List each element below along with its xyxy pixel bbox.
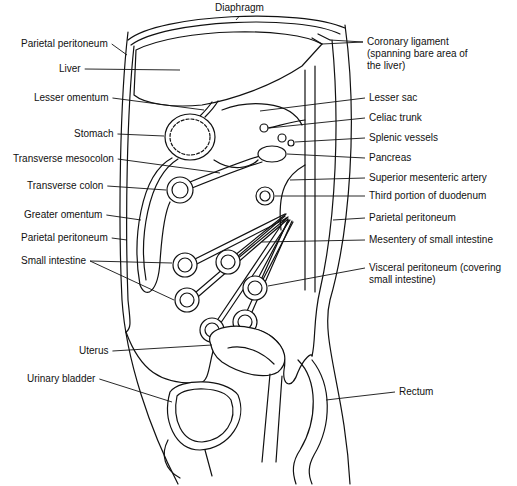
part-label: Rectum: [398, 386, 434, 398]
part-label: Parietal peritoneum: [20, 38, 109, 50]
anterior-parietal-peritoneum: [126, 46, 134, 332]
urethra: [205, 450, 212, 476]
pancreas: [258, 146, 286, 162]
transverse-colon: [167, 177, 193, 203]
leader-line: [107, 186, 166, 190]
leader-line: [90, 261, 172, 263]
leader-line: [275, 196, 365, 197]
uterine-cavity: [228, 347, 274, 364]
part-label: Greater omentum: [23, 209, 103, 221]
part-label: Stomach: [73, 128, 114, 140]
part-label: Transverse colon: [26, 180, 104, 192]
posterior-body-wall: [328, 25, 352, 484]
leader-line: [236, 16, 239, 20]
leader-line: [112, 98, 204, 110]
part-label: Splenic vessels: [368, 132, 439, 144]
part-label: Celiac trunk: [368, 112, 423, 124]
leader-line: [117, 134, 164, 136]
leader-line: [112, 238, 127, 240]
leader-line: [262, 240, 365, 242]
leader-line: [268, 268, 365, 286]
part-label: Lesser sac: [368, 92, 418, 104]
leader-line: [118, 159, 220, 173]
splenic-vessel: [288, 140, 294, 146]
leader-line: [333, 218, 365, 220]
rectum: [293, 360, 327, 484]
part-label: Lesser omentum: [33, 92, 109, 104]
leader-line: [290, 178, 365, 180]
lesser-sac: [214, 104, 302, 168]
stomach: [165, 114, 215, 160]
duodenum: [256, 187, 274, 205]
stomach-lining: [170, 119, 210, 155]
part-label: Diaphragm: [214, 2, 265, 14]
part-label: Pancreas: [368, 152, 412, 164]
greater-omentum: [137, 158, 172, 292]
part-label: Parietal peritoneum: [20, 232, 109, 244]
part-label: Parietal peritoneum: [368, 212, 457, 224]
coronary-ligament: [312, 34, 330, 44]
part-label: Small intestine: [20, 255, 87, 267]
uterus: [210, 326, 285, 375]
leader-line: [287, 154, 365, 158]
part-label: Superior mesenteric artery: [368, 172, 488, 184]
part-label: Visceral peritoneum (covering small inte…: [368, 262, 508, 286]
bladder-wall: [176, 389, 233, 442]
part-label: Third portion of duodenum: [368, 190, 487, 202]
part-label: Liver: [58, 63, 82, 75]
part-label: Uterus: [78, 345, 109, 357]
celiac-trunk: [260, 124, 268, 132]
part-label: Urinary bladder: [26, 373, 96, 385]
part-label: Transverse mesocolon: [12, 153, 115, 165]
transverse-mesocolon: [190, 156, 262, 188]
leader-line: [85, 69, 180, 70]
splenic-vessel: [278, 134, 286, 142]
leader-line: [99, 379, 172, 402]
liver: [134, 32, 322, 106]
leader-line: [330, 40, 363, 42]
transverse-colon-lumen: [172, 182, 188, 198]
leader-line: [295, 138, 365, 142]
celiac-trunk: [268, 120, 305, 128]
lesser-omentum: [200, 101, 218, 117]
leader-line: [90, 261, 174, 300]
pubic-symphysis: [164, 440, 180, 478]
leader-line: [112, 345, 212, 351]
part-label: Coronary ligament (spanning bare area of…: [366, 36, 470, 72]
leader-line: [326, 392, 395, 400]
vagina: [262, 374, 282, 462]
urinary-bladder: [168, 382, 241, 450]
duodenum-lumen: [260, 191, 270, 201]
leader-line: [269, 118, 365, 128]
leader-line: [112, 44, 127, 55]
part-label: Mesentery of small intestine: [368, 234, 494, 246]
leader-line: [322, 42, 363, 44]
leader-line: [260, 98, 365, 111]
leader-line: [106, 215, 141, 220]
